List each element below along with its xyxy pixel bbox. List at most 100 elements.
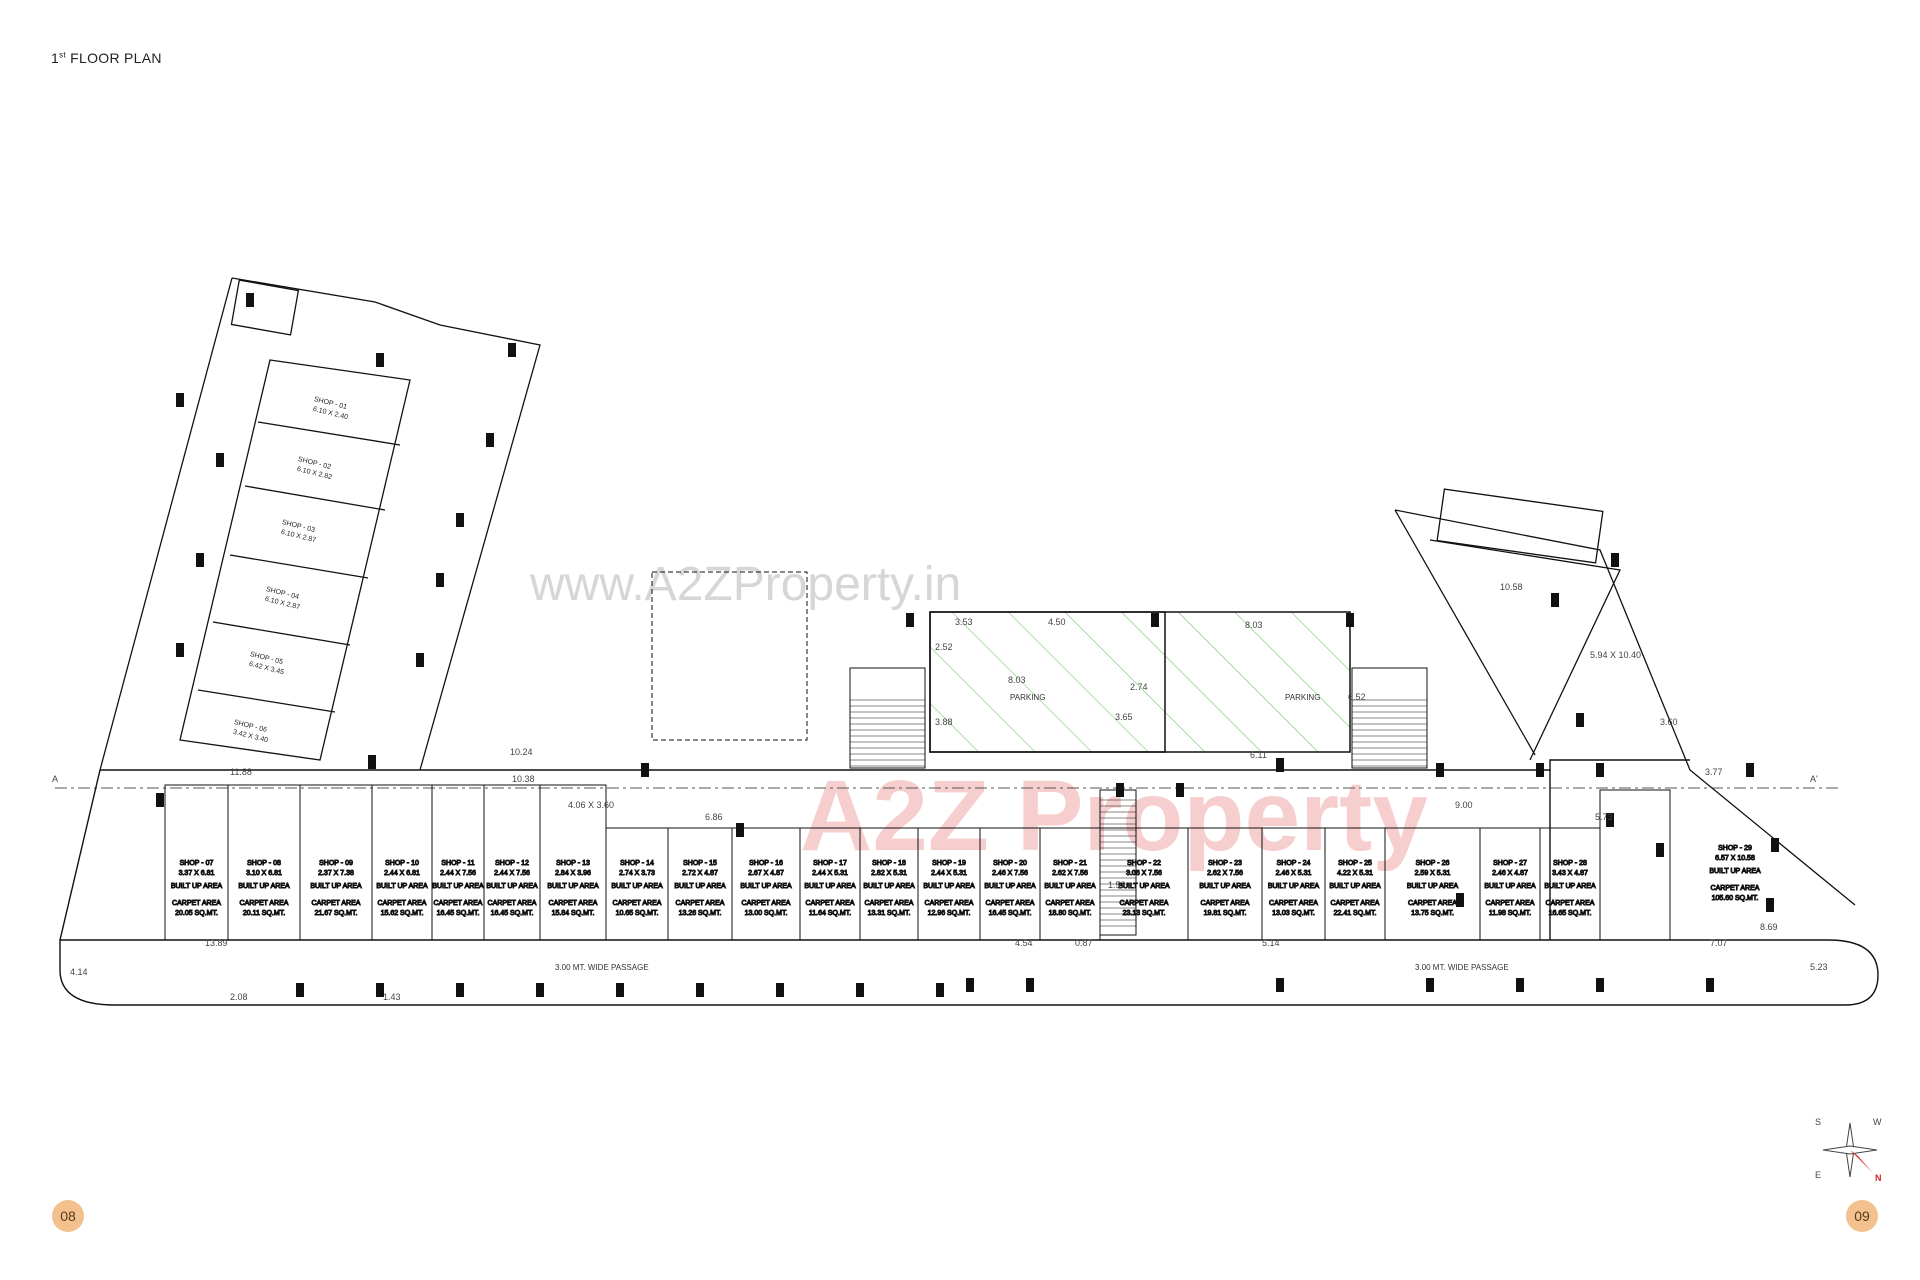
- structural-column: [1276, 978, 1284, 992]
- dim-2: 11.88: [230, 767, 252, 777]
- structural-column: [1426, 978, 1434, 992]
- structural-column: [641, 763, 649, 777]
- shop-label: BUILT UP AREA: [1544, 883, 1596, 890]
- dim-19: 2.08: [230, 992, 248, 1002]
- shop-label: SHOP - 10: [385, 860, 419, 867]
- structural-column: [296, 983, 304, 997]
- structural-column: [1276, 758, 1284, 772]
- structural-column: [856, 983, 864, 997]
- dim-25: 4.54: [1015, 938, 1033, 948]
- dim-32: 6.52: [1348, 692, 1366, 702]
- structural-column: [696, 983, 704, 997]
- dim-7: 3.53: [955, 617, 973, 627]
- section-marker-left: A: [52, 774, 58, 784]
- shop-label: SHOP - 21: [1053, 860, 1087, 867]
- shop-label: 105.60 SQ.MT.: [1712, 895, 1759, 902]
- shop-label: CARPET AREA: [986, 900, 1035, 907]
- page-title: 1st FLOOR PLAN: [51, 50, 162, 66]
- structural-column: [776, 983, 784, 997]
- shop-label: BUILT UP AREA: [674, 883, 726, 890]
- shop-label: SHOP - 29: [1718, 845, 1752, 852]
- structural-column: [1346, 613, 1354, 627]
- dim-13: 3.77: [1705, 767, 1723, 777]
- shop-label: BUILT UP AREA: [863, 883, 915, 890]
- dim-22: 10.58: [1500, 582, 1523, 592]
- shop-label: 2.84 X 3.96: [555, 870, 591, 877]
- watermark-brand: A2Z Property: [800, 760, 1428, 872]
- dim-17: 4.14: [70, 967, 88, 977]
- shop-label: BUILT UP AREA: [740, 883, 792, 890]
- structural-column: [1766, 898, 1774, 912]
- shop-label: 19.81 SQ.MT.: [1204, 910, 1247, 917]
- shop-label: BUILT UP AREA: [432, 883, 484, 890]
- shop-label: CARPET AREA: [312, 900, 361, 907]
- structural-column: [966, 978, 974, 992]
- shop-label: CARPET AREA: [742, 900, 791, 907]
- shop-label: BUILT UP AREA: [1268, 883, 1320, 890]
- structural-column: [1026, 978, 1034, 992]
- dim-12: 5.73: [1595, 812, 1613, 822]
- shop-label: 3.06 X 7.56: [1126, 870, 1162, 877]
- structural-column: [246, 293, 254, 307]
- structural-column: [1151, 613, 1159, 627]
- dim-8: 4.50: [1048, 617, 1066, 627]
- shop-label: CARPET AREA: [1486, 900, 1535, 907]
- shop-label: CARPET AREA: [1269, 900, 1318, 907]
- shop-label: 2.44 X 7.56: [494, 870, 530, 877]
- shop-label: 13.26 SQ.MT.: [679, 910, 722, 917]
- compass-w: W: [1873, 1117, 1882, 1127]
- shop-label: CARPET AREA: [1046, 900, 1095, 907]
- structural-column: [1611, 553, 1619, 567]
- shop-label: SHOP - 20: [993, 860, 1027, 867]
- shop-label: CARPET AREA: [240, 900, 289, 907]
- open-terrace: [651, 571, 808, 741]
- shop-label: BUILT UP AREA: [238, 883, 290, 890]
- left-wing: [99, 277, 541, 771]
- structural-column: [376, 983, 384, 997]
- right-wing: [1394, 488, 1856, 906]
- dim-16: 13.89: [205, 938, 228, 948]
- shop-label: 13.03 SQ.MT.: [1272, 910, 1315, 917]
- structural-column: [176, 643, 184, 657]
- shop-label: SHOP - 13: [556, 860, 590, 867]
- shop-label: BUILT UP AREA: [1484, 883, 1536, 890]
- shop-label: 2.37 X 7.38: [318, 870, 354, 877]
- dim-21: 5.94 X 10.40: [1590, 650, 1641, 660]
- structural-column: [216, 453, 224, 467]
- structural-column: [536, 983, 544, 997]
- shop-label: BUILT UP AREA: [1044, 883, 1096, 890]
- structural-column: [1536, 763, 1544, 777]
- shop-label: BUILT UP AREA: [547, 883, 599, 890]
- structural-column: [906, 613, 914, 627]
- shop-label: 6.57 X 10.58: [1715, 855, 1755, 862]
- shop-label: 16.45 SQ.MT.: [437, 910, 480, 917]
- shop-label: CARPET AREA: [378, 900, 427, 907]
- shop-label: SHOP - 23: [1208, 860, 1242, 867]
- page-number-left: 08: [52, 1200, 84, 1232]
- dim-15: 7.07: [1710, 938, 1728, 948]
- shop-label: SHOP - 18: [872, 860, 906, 867]
- shop-label: CARPET AREA: [676, 900, 725, 907]
- shop-label: SHOP - 22: [1127, 860, 1161, 867]
- shop-label: 2.44 X 6.81: [384, 870, 420, 877]
- shop-label: 16.65 SQ.MT.: [1549, 910, 1592, 917]
- shop-label: SHOP - 12: [495, 860, 529, 867]
- structural-column: [486, 433, 494, 447]
- structural-column: [196, 553, 204, 567]
- shop-label: 2.44 X 5.31: [812, 870, 848, 877]
- passage-right: 3.00 MT. WIDE PASSAGE: [1415, 963, 1509, 972]
- dim-6: 8.03: [1008, 675, 1026, 685]
- shop-label: 2.72 X 4.87: [682, 870, 718, 877]
- shop-label: SHOP - 16: [749, 860, 783, 867]
- shop-label: BUILT UP AREA: [1118, 883, 1170, 890]
- shop-label: 18.80 SQ.MT.: [1049, 910, 1092, 917]
- shop-label: SHOP - 14: [620, 860, 654, 867]
- structural-column: [1596, 978, 1604, 992]
- dim-5: 6.86: [705, 812, 723, 822]
- shop-label: 2.74 X 3.73: [619, 870, 655, 877]
- shop-label: 2.44 X 5.31: [931, 870, 967, 877]
- shop-label: 13.75 SQ.MT.: [1411, 910, 1454, 917]
- structural-column: [176, 393, 184, 407]
- compass-s: S: [1815, 1117, 1822, 1127]
- structural-column: [456, 513, 464, 527]
